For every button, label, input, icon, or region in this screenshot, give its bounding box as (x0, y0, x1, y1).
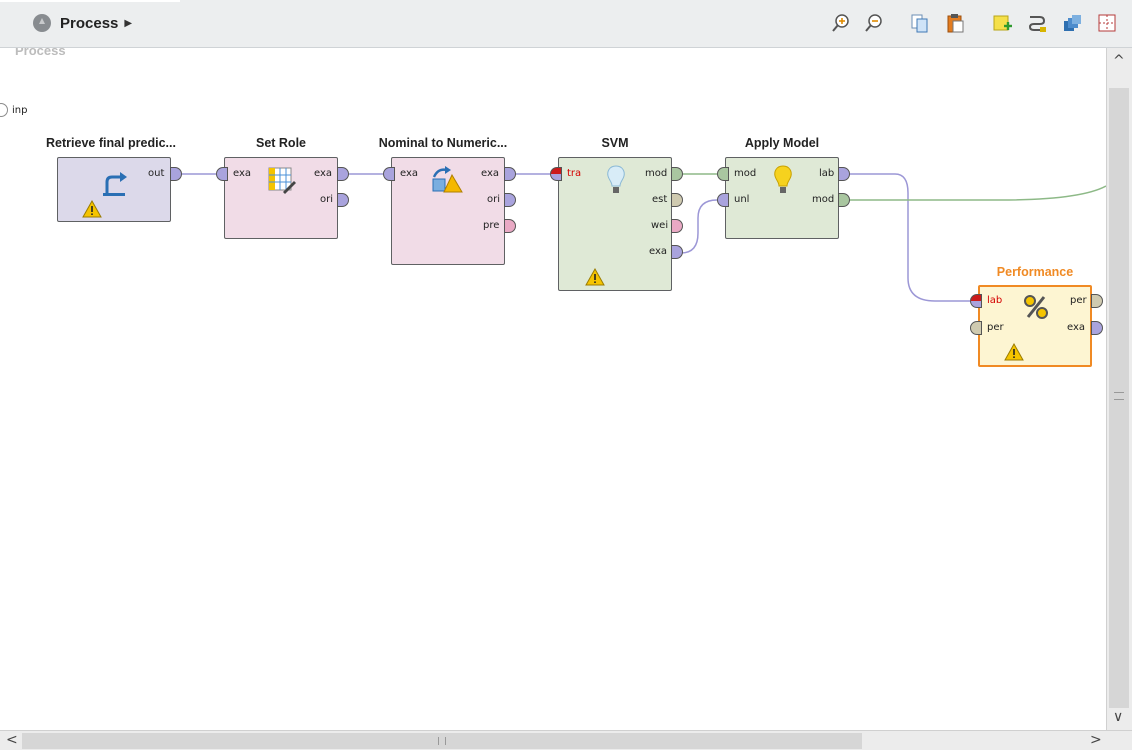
input-port-unl[interactable] (717, 193, 729, 207)
output-port-lab[interactable] (838, 167, 850, 181)
set-role-icon (268, 167, 296, 194)
model-lightbulb-icon (607, 165, 625, 193)
operator-apply-title[interactable]: Apply Model (744, 136, 820, 150)
process-canvas[interactable]: Process inp Retrieve final predic... out… (0, 48, 1106, 730)
operator-performance-title[interactable]: Performance (996, 265, 1074, 279)
output-port-out[interactable] (170, 167, 182, 181)
breadcrumb-process-label[interactable]: Process (60, 14, 119, 32)
port-label: ori (320, 194, 334, 205)
paste-icon[interactable] (944, 12, 966, 34)
port-label: est (652, 194, 668, 205)
port-label: exa (314, 168, 333, 179)
operator-nominal[interactable] (391, 157, 505, 265)
fit-view-icon[interactable] (1096, 12, 1118, 34)
output-port-wei[interactable] (671, 219, 683, 233)
scroll-right-arrow-icon[interactable]: > (1090, 732, 1102, 748)
output-port-est[interactable] (671, 193, 683, 207)
process-up-icon[interactable] (33, 14, 51, 32)
operator-svm[interactable] (558, 157, 672, 291)
performance-percent-icon (1024, 295, 1048, 319)
auto-wire-icon[interactable] (1026, 12, 1048, 34)
input-port-mod[interactable] (717, 167, 729, 181)
port-label: per (987, 322, 1004, 333)
output-port-per[interactable] (1091, 294, 1103, 308)
output-port-mod[interactable] (671, 167, 683, 181)
port-label: exa (233, 168, 252, 179)
breadcrumb[interactable]: Process ▶ (33, 14, 132, 32)
zoom-out-icon[interactable] (863, 12, 885, 34)
output-port-mod[interactable] (838, 193, 850, 207)
operator-setrole[interactable] (224, 157, 338, 239)
output-port-ori[interactable] (504, 193, 516, 207)
port-label: mod (812, 194, 835, 205)
output-port-ori[interactable] (337, 193, 349, 207)
process-input-port-label: inp (12, 105, 28, 116)
port-label: mod (734, 168, 757, 179)
port-label: ori (487, 194, 501, 205)
input-port-tra[interactable] (550, 167, 562, 181)
horizontal-scroll-thumb[interactable] (22, 733, 862, 749)
scroll-down-arrow-icon[interactable]: ∨ (1113, 709, 1124, 725)
output-port-exa[interactable] (671, 245, 683, 259)
port-label: lab (819, 168, 835, 179)
port-label: exa (481, 168, 500, 179)
port-label: pre (483, 220, 500, 231)
toolbar-tab-highlight (0, 0, 180, 2)
output-port-pre[interactable] (504, 219, 516, 233)
retrieve-icon (103, 172, 127, 196)
input-port-per[interactable] (970, 321, 982, 335)
operator-retrieve[interactable] (57, 157, 171, 222)
warning-icon (1004, 343, 1024, 361)
arrange-icon[interactable] (1061, 12, 1083, 34)
warning-icon (82, 200, 102, 218)
operator-nominal-title[interactable]: Nominal to Numeric... (378, 136, 508, 150)
breadcrumb-arrow-icon[interactable]: ▶ (124, 17, 133, 29)
port-label: wei (651, 220, 669, 231)
nominal-to-numeric-icon (432, 166, 463, 193)
output-port-exa[interactable] (1091, 321, 1103, 335)
input-port-lab[interactable] (970, 294, 982, 308)
operator-svm-title[interactable]: SVM (601, 136, 629, 150)
thumb-grip-icon (438, 737, 446, 745)
zoom-in-icon[interactable] (830, 12, 852, 34)
output-port-exa[interactable] (337, 167, 349, 181)
scroll-up-arrow-icon[interactable]: ^ (1113, 53, 1125, 69)
horizontal-scrollbar[interactable]: < > (0, 730, 1132, 750)
scroll-left-arrow-icon[interactable]: < (6, 732, 18, 748)
process-toolbar: Process ▶ (0, 0, 1132, 48)
warning-icon (585, 268, 605, 286)
input-port-exa[interactable] (216, 167, 228, 181)
wire-apply-output-mod (848, 185, 1106, 201)
port-label: mod (645, 168, 668, 179)
port-label: exa (1067, 322, 1086, 333)
thumb-grip-icon (1114, 392, 1124, 400)
connection-wires (180, 173, 1106, 302)
operator-retrieve-title[interactable]: Retrieve final predic... (46, 136, 176, 150)
add-note-icon[interactable] (991, 12, 1013, 34)
wire-svm-apply-unl (680, 199, 718, 254)
wire-apply-performance-lab (848, 173, 970, 302)
port-label: per (1070, 295, 1087, 306)
port-label: exa (400, 168, 419, 179)
port-label: out (148, 168, 165, 179)
process-watermark: Process (15, 48, 66, 58)
vertical-scrollbar[interactable]: ^ ∨ (1106, 48, 1132, 730)
vertical-scroll-thumb[interactable] (1109, 88, 1129, 708)
port-label: unl (734, 194, 750, 205)
port-label: lab (987, 295, 1003, 306)
input-port-exa[interactable] (383, 167, 395, 181)
apply-model-lightbulb-icon (774, 165, 792, 193)
port-label: exa (649, 246, 668, 257)
operator-setrole-title[interactable]: Set Role (255, 136, 306, 150)
copy-icon[interactable] (909, 12, 931, 34)
output-port-exa[interactable] (504, 167, 516, 181)
port-label: tra (567, 168, 582, 179)
